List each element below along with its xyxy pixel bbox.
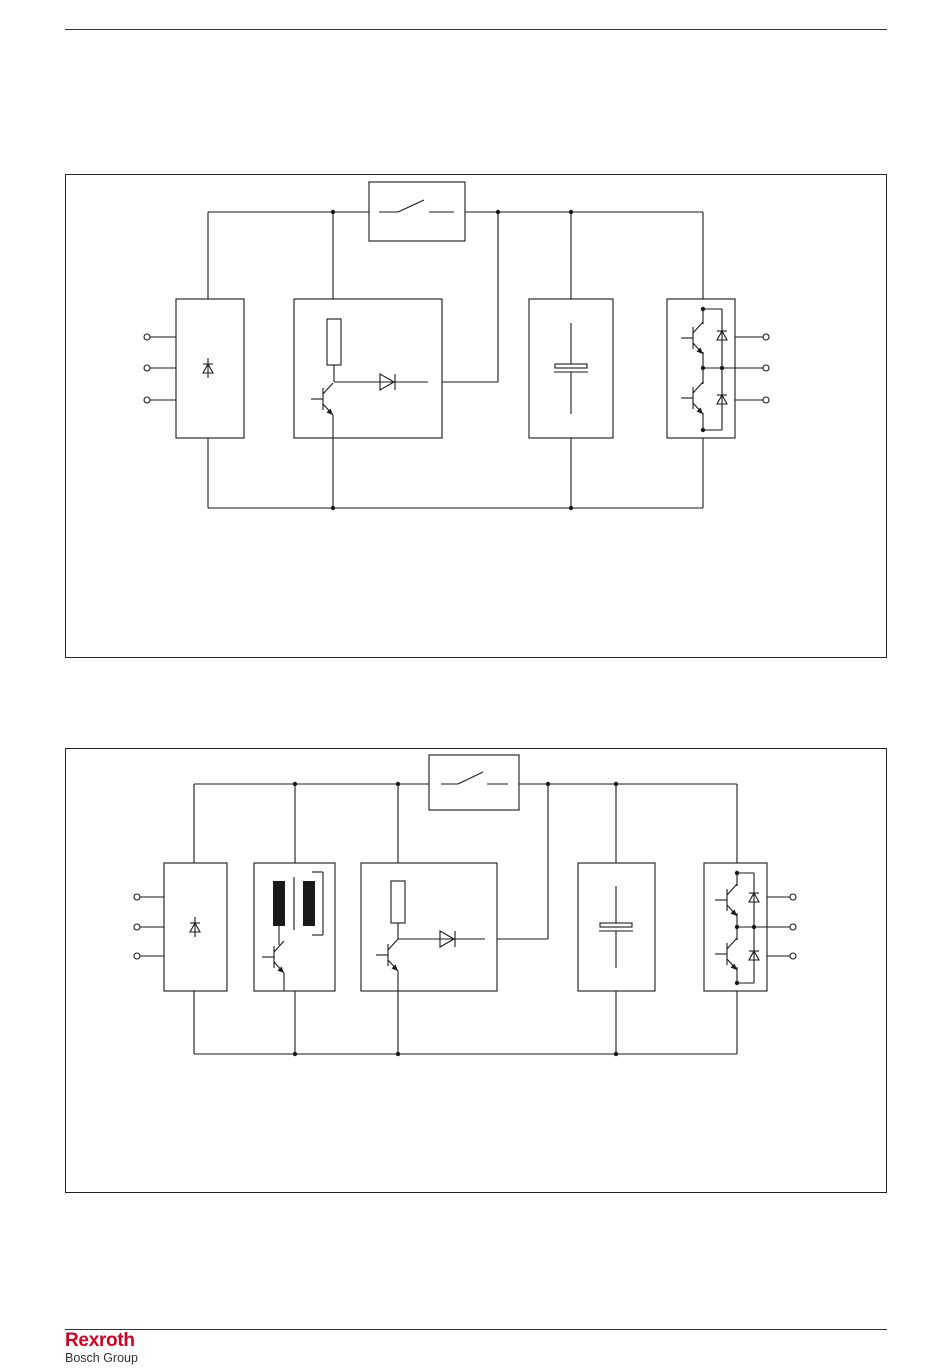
dc-bus-bottom-2 (194, 991, 737, 1054)
logo-brand-text: Rexroth (65, 1331, 138, 1351)
contactor-switch-2 (429, 755, 519, 810)
brake-chopper-block-2 (361, 863, 497, 991)
diagram-1 (144, 182, 769, 510)
rectifier-block-2 (134, 863, 227, 991)
bottom-rule (65, 1329, 887, 1330)
inverter-block-2 (704, 863, 796, 991)
contactor-switch-1 (369, 182, 465, 241)
capacitor-block-2 (578, 863, 655, 991)
logo-group-text: Bosch Group (65, 1351, 138, 1365)
transformer-switch-block-2 (254, 863, 335, 991)
rexroth-logo: Rexroth Bosch Group (65, 1331, 138, 1365)
capacitor-block-1 (529, 299, 613, 438)
inverter-block-1 (667, 299, 769, 438)
diagram-2 (134, 755, 796, 1056)
rectifier-block-1 (144, 299, 244, 438)
dc-bus-bottom-1 (208, 438, 703, 508)
brake-chopper-block-1 (294, 299, 442, 438)
